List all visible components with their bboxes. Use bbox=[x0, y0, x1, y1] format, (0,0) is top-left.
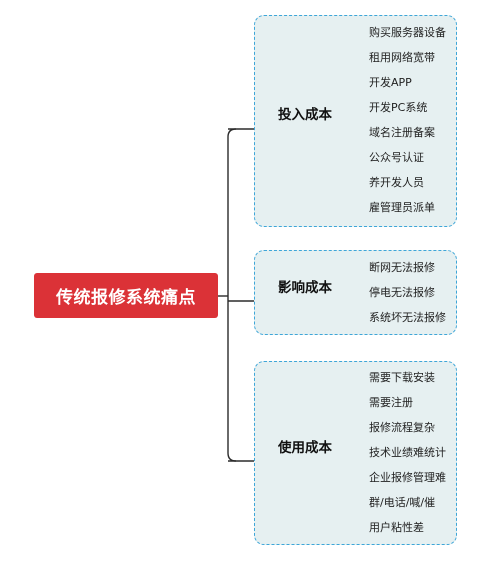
group-box-usage bbox=[254, 361, 457, 545]
leaf-item-low-retention: 用户粘性差 bbox=[369, 521, 424, 534]
group-label-impact: 影响成本 bbox=[278, 280, 332, 296]
leaf-item-power-down: 停电无法报修 bbox=[369, 286, 435, 299]
group-label-investment: 投入成本 bbox=[278, 107, 332, 123]
leaf-item-register: 需要注册 bbox=[369, 396, 413, 409]
leaf-item-chasing: 群/电话/喊/催 bbox=[369, 496, 436, 509]
group-box-impact bbox=[254, 250, 457, 335]
leaf-item-develop-pc: 开发PC系统 bbox=[369, 101, 428, 114]
leaf-item-complex-flow: 报修流程复杂 bbox=[369, 421, 435, 434]
group-label-usage: 使用成本 bbox=[278, 440, 332, 456]
leaf-item-rent-bandwidth: 租用网络宽带 bbox=[369, 51, 435, 64]
leaf-item-system-down: 系统坏无法报修 bbox=[369, 311, 446, 324]
leaf-item-dispatcher: 雇管理员派单 bbox=[369, 201, 435, 214]
leaf-item-install: 需要下载安装 bbox=[369, 371, 435, 384]
leaf-item-developers: 养开发人员 bbox=[369, 176, 424, 189]
root-node: 传统报修系统痛点 bbox=[34, 273, 218, 318]
leaf-item-develop-app: 开发APP bbox=[369, 76, 412, 89]
leaf-item-buy-servers: 购买服务器设备 bbox=[369, 26, 446, 39]
leaf-item-domain-filing: 域名注册备案 bbox=[369, 126, 435, 139]
group-box-investment bbox=[254, 15, 457, 227]
leaf-item-network-down: 断网无法报修 bbox=[369, 261, 435, 274]
leaf-item-enterprise-mgmt: 企业报修管理难 bbox=[369, 471, 446, 484]
leaf-item-performance-stats: 技术业绩难统计 bbox=[369, 446, 446, 459]
trunk-connector bbox=[227, 128, 237, 462]
leaf-item-account-verify: 公众号认证 bbox=[369, 151, 424, 164]
